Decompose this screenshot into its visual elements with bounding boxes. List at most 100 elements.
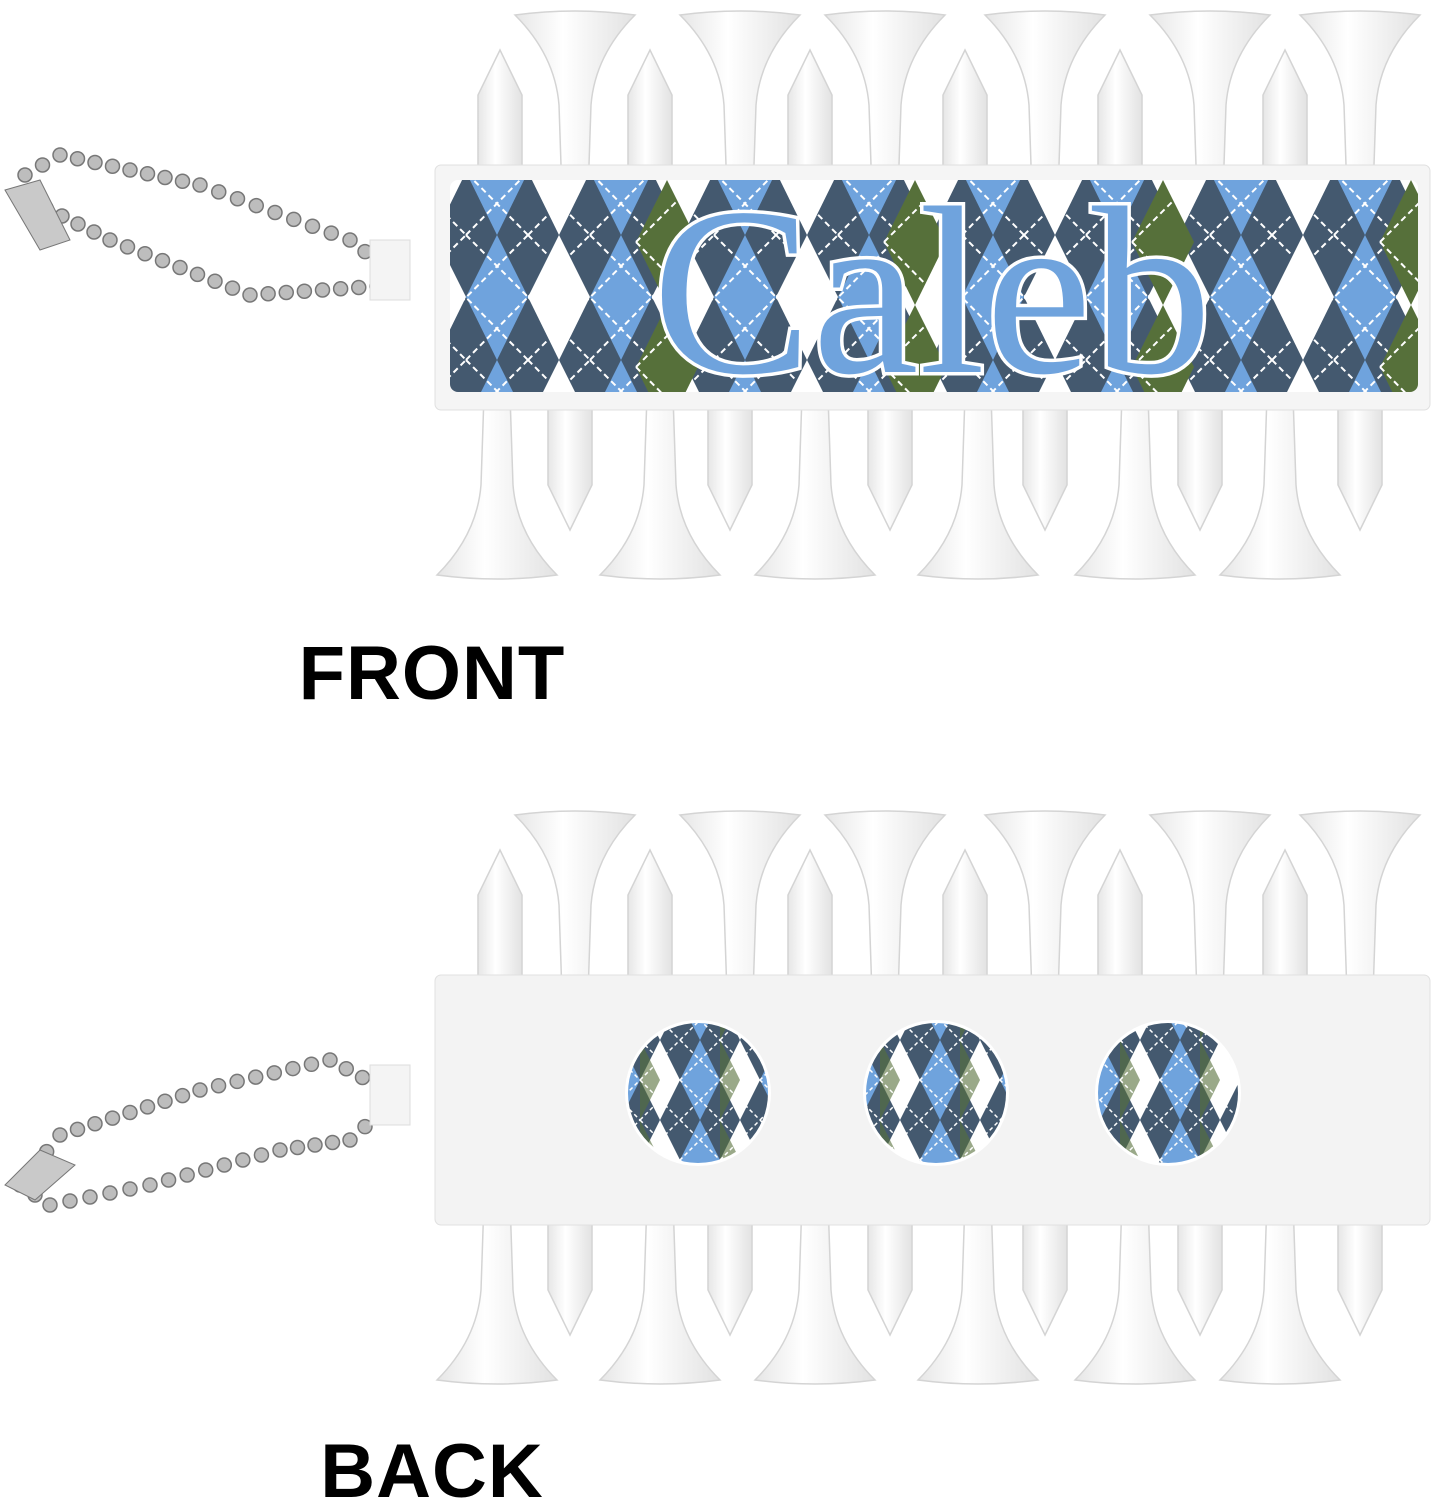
golf-tee <box>753 364 877 580</box>
chain-bead <box>314 282 331 298</box>
front-label: FRONT <box>298 631 566 716</box>
golf-tee <box>1298 810 1422 1026</box>
chain-bead <box>139 1099 156 1115</box>
chain-bead <box>137 246 153 262</box>
chain-bead <box>87 154 103 171</box>
chain-bead <box>253 1147 270 1163</box>
chain-bead <box>224 280 241 296</box>
chain-bead <box>104 1110 121 1126</box>
chain-bead <box>322 1052 338 1068</box>
chain-bead <box>154 252 171 269</box>
chain-bead <box>174 173 191 189</box>
golf-tee <box>435 364 559 580</box>
chain-bead <box>229 1073 245 1090</box>
chain-bead <box>296 283 313 299</box>
golf-tee <box>823 810 947 1026</box>
chain-bead <box>342 232 358 248</box>
chain-bead <box>42 1197 58 1213</box>
chain-bead <box>247 1069 264 1085</box>
golf-tee <box>1073 364 1197 580</box>
chain-bead <box>266 1065 283 1081</box>
chain-bead <box>174 1087 191 1104</box>
chain-bead <box>86 224 102 240</box>
chain-bead <box>248 197 264 214</box>
chain-bead <box>52 1127 68 1143</box>
golf-tee <box>678 10 802 226</box>
golf-tee <box>1218 1169 1342 1385</box>
chain-bead <box>286 211 302 228</box>
chain-bead <box>304 218 321 234</box>
chain-bead <box>229 191 246 207</box>
chain-bead <box>189 266 206 283</box>
back-ball-chain <box>4 1052 403 1213</box>
chain-clasp <box>4 179 71 251</box>
chain-bead <box>34 157 51 173</box>
chain-bead <box>207 273 223 289</box>
chain-bead <box>69 1121 86 1138</box>
chain-bead <box>82 1189 98 1205</box>
chain-bead <box>357 1118 373 1135</box>
chain-bead <box>354 1069 371 1086</box>
golf-tee <box>513 810 637 1026</box>
chain-bead <box>179 1167 195 1183</box>
front-chain-tab <box>369 239 411 301</box>
golf-tee <box>983 10 1107 226</box>
chain-bead <box>157 169 173 186</box>
chain-bead <box>289 1139 306 1156</box>
chain-bead <box>70 216 86 232</box>
chain-bead <box>192 1082 208 1098</box>
chain-bead <box>211 184 227 200</box>
chain-bead <box>102 232 118 248</box>
golf-tee <box>753 1169 877 1385</box>
chain-bead <box>122 1104 138 1121</box>
chain-bead <box>267 204 283 221</box>
golf-tee <box>916 364 1040 580</box>
chain-clasp <box>4 1149 76 1201</box>
golf-tee <box>435 1169 559 1385</box>
chain-bead <box>342 1132 358 1148</box>
chain-bead <box>119 239 136 255</box>
chain-bead <box>332 281 349 297</box>
chain-bead <box>192 177 208 193</box>
argyle-emblem-3 <box>1095 1020 1241 1166</box>
chain-bead <box>303 1056 320 1073</box>
chain-bead <box>235 1152 251 1168</box>
back-label: BACK <box>320 1429 544 1500</box>
back-chain-tab <box>369 1064 411 1126</box>
chain-bead <box>172 259 188 276</box>
golf-tee <box>1148 10 1272 226</box>
golf-tee <box>1218 364 1342 580</box>
chain-bead <box>323 225 339 241</box>
golf-tee <box>1298 10 1422 226</box>
chain-bead <box>242 287 258 303</box>
chain-bead <box>324 1134 341 1151</box>
chain-bead <box>62 1193 78 1209</box>
chain-bead <box>17 167 33 183</box>
chain-bead <box>216 1157 233 1173</box>
chain-bead <box>210 1077 227 1094</box>
golf-tee <box>513 10 637 226</box>
golf-tee <box>1073 1169 1197 1385</box>
personalized-name: Caleb <box>652 158 1212 424</box>
argyle-panel <box>450 180 1418 392</box>
chain-bead <box>160 1172 177 1188</box>
golf-tee <box>983 810 1107 1026</box>
chain-bead <box>52 147 68 163</box>
chain-bead <box>197 1162 214 1178</box>
golf-tee <box>823 10 947 226</box>
chain-bead <box>87 1116 103 1132</box>
golf-tee <box>598 364 722 580</box>
front-ball-chain <box>4 147 403 303</box>
chain-bead <box>307 1137 323 1153</box>
chain-bead <box>102 1185 118 1201</box>
chain-bead <box>104 158 121 174</box>
chain-bead <box>157 1093 173 1109</box>
chain-bead <box>285 1060 301 1077</box>
golf-tee <box>1148 810 1272 1026</box>
chain-bead <box>69 151 86 167</box>
argyle-emblem-2 <box>863 1020 1009 1166</box>
chain-bead <box>139 166 156 182</box>
chain-bead <box>260 286 276 302</box>
argyle-emblem-1 <box>625 1020 771 1166</box>
